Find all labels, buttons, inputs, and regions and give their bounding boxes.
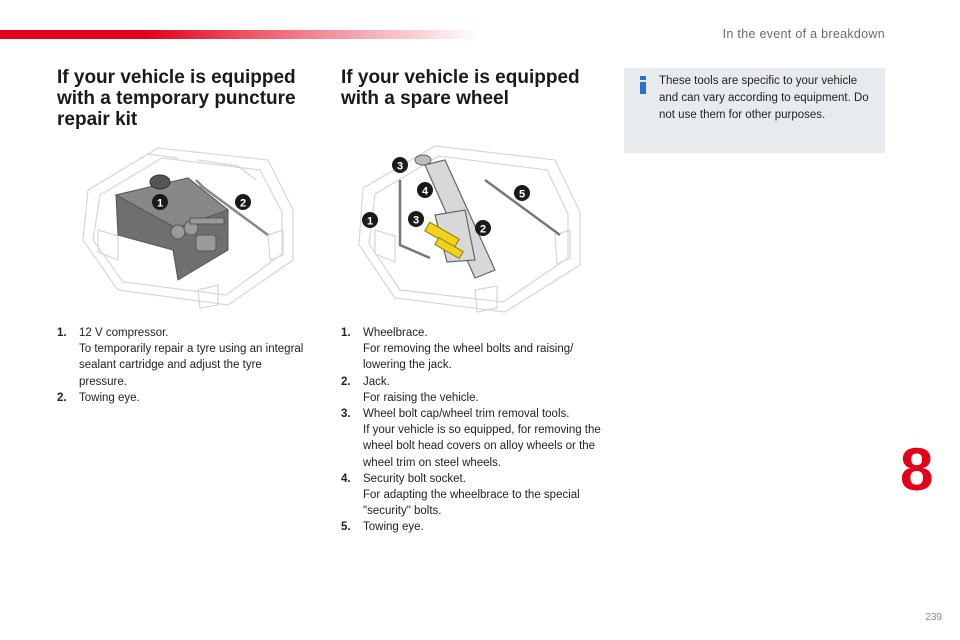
callout-2: 2 bbox=[480, 224, 486, 236]
list-item: 4. Security bolt socket. For adapting the … bbox=[341, 471, 603, 520]
callout-1: 1 bbox=[367, 216, 373, 228]
info-note: These tools are specific to your vehicle… bbox=[624, 68, 885, 153]
list-item: 2. Towing eye. bbox=[57, 390, 307, 406]
list-item-description: To temporarily repair a tyre using an in… bbox=[79, 343, 304, 388]
list-item-description: For adapting the wheelbrace to the speci… bbox=[363, 489, 580, 518]
list-item-description: For raising the vehicle. bbox=[363, 391, 479, 404]
list-item-label: Wheel bolt cap/wheel trim removal tools. bbox=[363, 408, 570, 421]
list-item-label: 12 V compressor. bbox=[79, 327, 169, 339]
list-item-number: 5. bbox=[341, 521, 351, 534]
list-item-label: Wheelbrace. bbox=[363, 327, 428, 339]
list-item-number: 1. bbox=[57, 327, 67, 339]
spare-wheel-list: 1. Wheelbrace. For removing the wheel bolt… bbox=[341, 325, 603, 536]
list-item-label: Jack. bbox=[363, 375, 390, 388]
puncture-kit-heading: If your vehicle is equipped with a tempo… bbox=[57, 67, 296, 130]
info-icon bbox=[640, 76, 646, 94]
list-item-number: 2. bbox=[341, 375, 351, 388]
list-item-number: 4. bbox=[341, 472, 351, 485]
chapter-number: 8 bbox=[900, 436, 934, 503]
list-item-number: 3. bbox=[341, 408, 351, 421]
list-item-description: For removing the wheel bolts and raising… bbox=[363, 343, 574, 372]
list-item: 1. 12 V compressor. To temporarily repair … bbox=[57, 325, 307, 390]
spare-wheel-heading: If your vehicle is equipped with a spare… bbox=[341, 67, 580, 109]
callout-5: 5 bbox=[519, 189, 525, 201]
list-item-description: If your vehicle is so equipped, for remo… bbox=[363, 424, 601, 469]
info-note-text: These tools are specific to your vehicle… bbox=[659, 75, 869, 121]
list-item-label: Security bolt socket. bbox=[363, 472, 466, 485]
puncture-kit-illustration: 1 2 bbox=[82, 147, 294, 309]
callout-1: 1 bbox=[157, 198, 163, 210]
callout-2: 2 bbox=[240, 198, 246, 210]
puncture-kit-list: 1. 12 V compressor. To temporarily repair … bbox=[57, 325, 307, 406]
list-item-label: Towing eye. bbox=[79, 391, 140, 404]
spare-wheel-tools-illustration: 3 4 5 1 3 2 bbox=[358, 145, 581, 313]
page-number: 239 bbox=[925, 612, 942, 623]
list-item: 1. Wheelbrace. For removing the wheel bolt… bbox=[341, 325, 603, 374]
callout-4: 4 bbox=[422, 186, 429, 198]
list-item-label: Towing eye. bbox=[363, 521, 424, 534]
list-item: 5. Towing eye. bbox=[341, 519, 603, 535]
callout-3a: 3 bbox=[397, 161, 403, 173]
list-item: 3. Wheel bolt cap/wheel trim removal tool… bbox=[341, 406, 603, 471]
list-item-number: 1. bbox=[341, 327, 351, 339]
list-item-number: 2. bbox=[57, 391, 67, 404]
header-red-bar bbox=[0, 30, 480, 39]
list-item: 2. Jack. For raising the vehicle. bbox=[341, 374, 603, 406]
section-title: In the event of a breakdown bbox=[722, 27, 885, 41]
callout-3b: 3 bbox=[413, 215, 419, 227]
